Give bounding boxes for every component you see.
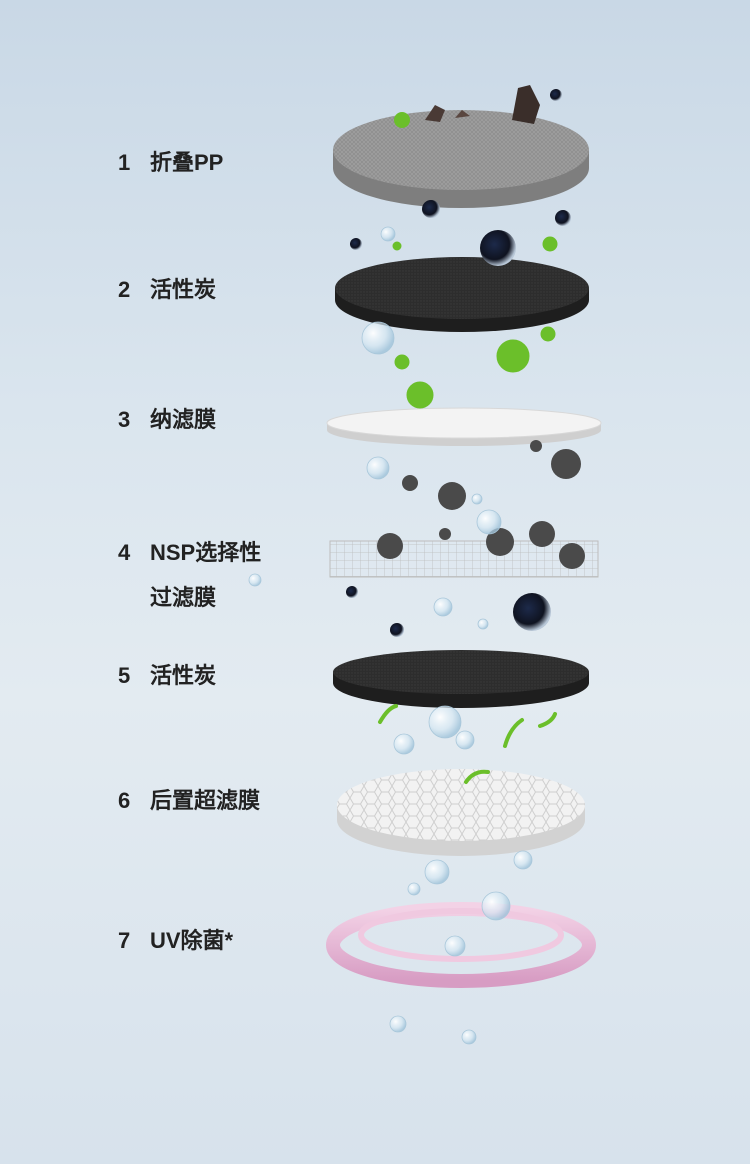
- nano-membrane-disc: [326, 407, 602, 446]
- dark-particle: [422, 200, 440, 218]
- bacteria-green: [464, 769, 490, 784]
- layer-number: 4: [118, 540, 131, 565]
- layer-number: 2: [118, 277, 131, 302]
- bubble: [361, 321, 395, 355]
- dirt-particle: [512, 85, 540, 124]
- layer-label-5: 5 活性炭: [118, 663, 216, 689]
- virus-green: [540, 326, 556, 342]
- virus-dark: [402, 475, 418, 491]
- layer-name: NSP选择性: [150, 540, 262, 565]
- bubble: [366, 456, 390, 480]
- virus-dark: [530, 440, 542, 452]
- layer-label-7: 7 UV除菌*: [118, 928, 233, 954]
- layer-label-1: 1 折叠PP: [118, 150, 223, 176]
- activated-carbon-disc-lower: [333, 650, 589, 708]
- bubble: [471, 493, 483, 505]
- layer-name-line2: 过滤膜: [150, 585, 217, 610]
- dark-particle: [390, 623, 404, 637]
- layer-name: 活性炭: [150, 277, 217, 302]
- layer-label-6: 6 后置超滤膜: [118, 788, 260, 814]
- bubble: [444, 935, 466, 957]
- virus-green: [392, 241, 402, 251]
- virus-dark: [377, 533, 403, 559]
- uv-ring: [326, 902, 596, 988]
- dirt-particle: [455, 110, 470, 118]
- dark-viruses: [377, 440, 585, 569]
- bubble: [513, 850, 533, 870]
- bubble: [461, 1029, 477, 1045]
- bubble: [424, 859, 450, 885]
- layer-name: UV除菌*: [150, 928, 234, 953]
- bubble: [407, 882, 421, 896]
- dark-particle: [550, 89, 562, 101]
- virus-green: [542, 236, 558, 252]
- layer-number: 5: [118, 663, 131, 688]
- bubble: [380, 226, 396, 242]
- dark-particles: [346, 89, 571, 637]
- virus-green: [406, 381, 434, 409]
- virus-green: [394, 354, 410, 370]
- layer-name: 纳滤膜: [150, 407, 217, 432]
- dark-particle: [555, 210, 571, 226]
- bacteria-green: [503, 718, 524, 748]
- layer-label-2: 2 活性炭: [118, 277, 216, 303]
- bubble: [433, 597, 453, 617]
- dark-particle: [513, 593, 551, 631]
- layer-label-4: 4 NSP选择性 过滤膜: [118, 540, 262, 610]
- dark-particle: [350, 238, 362, 250]
- bubble: [476, 509, 502, 535]
- water-bubbles: [248, 226, 533, 1045]
- layer-number: 3: [118, 407, 131, 432]
- layer-name: 折叠PP: [150, 150, 224, 175]
- green-viruses: [378, 236, 558, 784]
- dark-particle: [480, 230, 516, 266]
- activated-carbon-disc-upper: [335, 257, 589, 332]
- bubble: [455, 730, 475, 750]
- virus-green: [394, 112, 410, 128]
- bacteria-green: [538, 712, 557, 728]
- bubble: [481, 891, 511, 921]
- nsp-selective-membrane: [329, 540, 599, 578]
- virus-dark: [559, 543, 585, 569]
- layer-number: 1: [118, 150, 131, 175]
- virus-dark: [486, 528, 514, 556]
- ultrafiltration-membrane: [337, 769, 585, 856]
- bubble: [428, 705, 462, 739]
- bubble: [389, 1015, 407, 1033]
- layer-number: 7: [118, 928, 131, 953]
- dirt-particle: [425, 105, 445, 122]
- layer-label-3: 3 纳滤膜: [118, 407, 216, 433]
- virus-dark: [551, 449, 581, 479]
- bubble: [393, 733, 415, 755]
- dark-particle: [346, 586, 358, 598]
- bacteria-green: [378, 704, 398, 724]
- bubble: [248, 573, 262, 587]
- virus-dark: [439, 528, 451, 540]
- virus-dark: [529, 521, 555, 547]
- virus-dark: [438, 482, 466, 510]
- layer-number: 6: [118, 788, 131, 813]
- bubble: [477, 618, 489, 630]
- virus-green: [496, 339, 530, 373]
- layer-name: 后置超滤膜: [150, 788, 261, 813]
- pp-filter-disc: [333, 85, 589, 208]
- layer-name: 活性炭: [150, 663, 217, 688]
